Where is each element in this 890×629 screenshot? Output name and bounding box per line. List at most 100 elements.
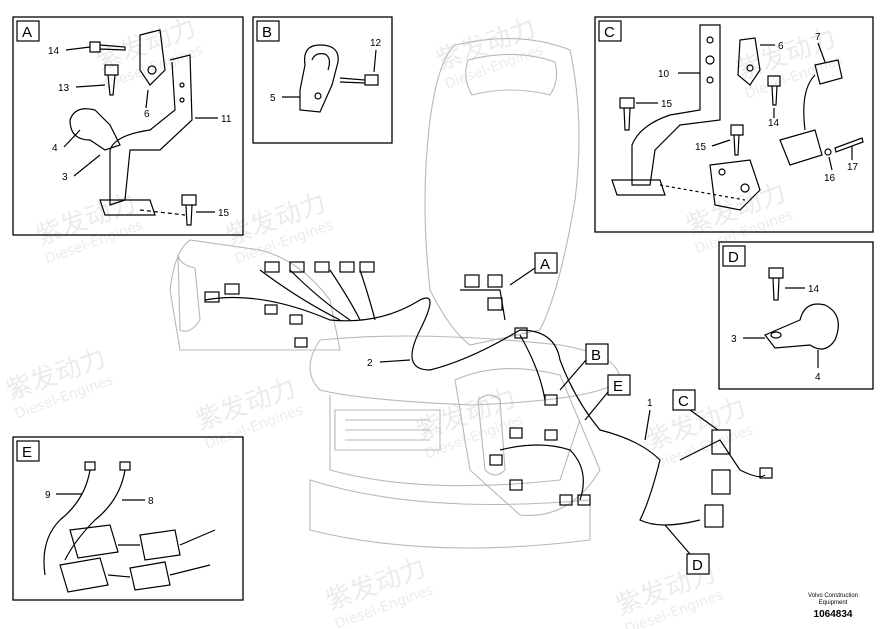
box-label-B (256, 20, 280, 42)
clamp (69, 108, 121, 151)
svg-text:E: E (22, 444, 32, 461)
callout-B-12: 12 (370, 38, 382, 49)
callout-A-13: 13 (58, 83, 70, 94)
connector (289, 261, 305, 273)
wiring-harness (204, 261, 773, 528)
seat-outline (169, 38, 621, 549)
seat-headrest (465, 53, 558, 96)
svg-text:A: A (22, 24, 32, 41)
connector (559, 494, 573, 506)
bolt (104, 64, 119, 96)
callout-D-3: 3 (731, 334, 737, 345)
connector-block (711, 469, 731, 495)
callout-E-8: 8 (148, 496, 154, 507)
screw (834, 137, 864, 153)
connector (59, 557, 109, 593)
connector (759, 467, 773, 479)
detail-box-E: E 9 8 (12, 436, 244, 601)
connector (509, 479, 523, 491)
bolt (730, 124, 744, 156)
connector (509, 427, 523, 439)
marker-A: A (509, 252, 558, 286)
box-label-D (722, 245, 746, 267)
connector (487, 274, 503, 288)
clip (139, 29, 166, 86)
connector (264, 261, 280, 273)
callout-C-15-a: 15 (661, 99, 673, 110)
callout-E-9: 9 (45, 490, 51, 501)
footer-line-1: Volvo Construction (808, 593, 858, 599)
detail-box-D: D 14 3 4 (718, 241, 874, 390)
seat-cushion (309, 335, 621, 406)
clamp (299, 44, 339, 113)
callout-main-1: 1 (647, 398, 653, 409)
connector (139, 529, 181, 561)
callout-A-3: 3 (62, 172, 68, 183)
footer: Volvo Construction Equipment 1064834 (808, 593, 858, 620)
callout-C-14: 14 (768, 118, 780, 129)
connector (487, 297, 503, 311)
bracket-base (99, 199, 156, 216)
callout-C-7: 7 (815, 32, 821, 43)
connector-block (704, 504, 724, 528)
connector (544, 394, 558, 406)
callout-C-6: 6 (778, 41, 784, 52)
seat-grille (334, 409, 441, 451)
bolt (89, 41, 126, 53)
connector (544, 429, 558, 441)
main-callouts: 2 1 (367, 358, 653, 441)
connector (314, 261, 330, 273)
callout-D-4: 4 (815, 372, 821, 383)
connector (514, 327, 528, 339)
connector (359, 261, 375, 273)
connector (289, 314, 303, 325)
svg-text:D: D (692, 557, 703, 574)
callout-D-14: 14 (808, 284, 820, 295)
callout-C-15-b: 15 (695, 142, 707, 153)
connector (264, 304, 278, 315)
detail-box-B: B 12 5 (252, 16, 393, 144)
callout-A-15: 15 (218, 208, 230, 219)
connector (129, 561, 171, 591)
callout-C-10: 10 (658, 69, 670, 80)
bolt (339, 74, 379, 86)
connector (294, 337, 308, 348)
left-joystick (177, 254, 201, 332)
bracket-base (611, 179, 666, 196)
svg-text:B: B (262, 24, 272, 41)
callout-A-4: 4 (52, 143, 58, 154)
sensor-body (779, 129, 823, 166)
connector (224, 283, 240, 295)
clamp (764, 303, 839, 350)
bolt (619, 97, 635, 131)
detail-box-A: A 14 13 4 3 6 11 15 (12, 16, 244, 236)
marker-C: C (672, 389, 719, 431)
callout-C-16: 16 (824, 173, 836, 184)
callout-B-5: 5 (270, 93, 276, 104)
svg-text:A: A (540, 256, 550, 273)
callout-main-2: 2 (367, 358, 373, 369)
seat-suspension (309, 479, 591, 549)
callout-A-11: 11 (221, 114, 232, 125)
detail-box-C: C 10 6 7 15 14 (594, 16, 874, 233)
bracket (109, 54, 193, 206)
connector (464, 274, 480, 288)
connector (204, 291, 220, 303)
box-label-C (598, 20, 622, 42)
right-console (454, 368, 601, 517)
left-console (169, 239, 341, 351)
connector (489, 454, 503, 466)
callout-A-6: 6 (144, 109, 150, 120)
svg-text:D: D (728, 249, 739, 266)
bolt (768, 267, 784, 301)
marker-B: B (559, 343, 609, 391)
callout-C-17: 17 (847, 162, 859, 173)
connector (339, 261, 355, 273)
svg-text:C: C (604, 24, 615, 41)
connector (577, 494, 591, 506)
box-label-E (16, 440, 40, 462)
footer-line-2: Equipment (819, 600, 848, 606)
sensor (814, 59, 843, 85)
svg-text:C: C (678, 393, 689, 410)
